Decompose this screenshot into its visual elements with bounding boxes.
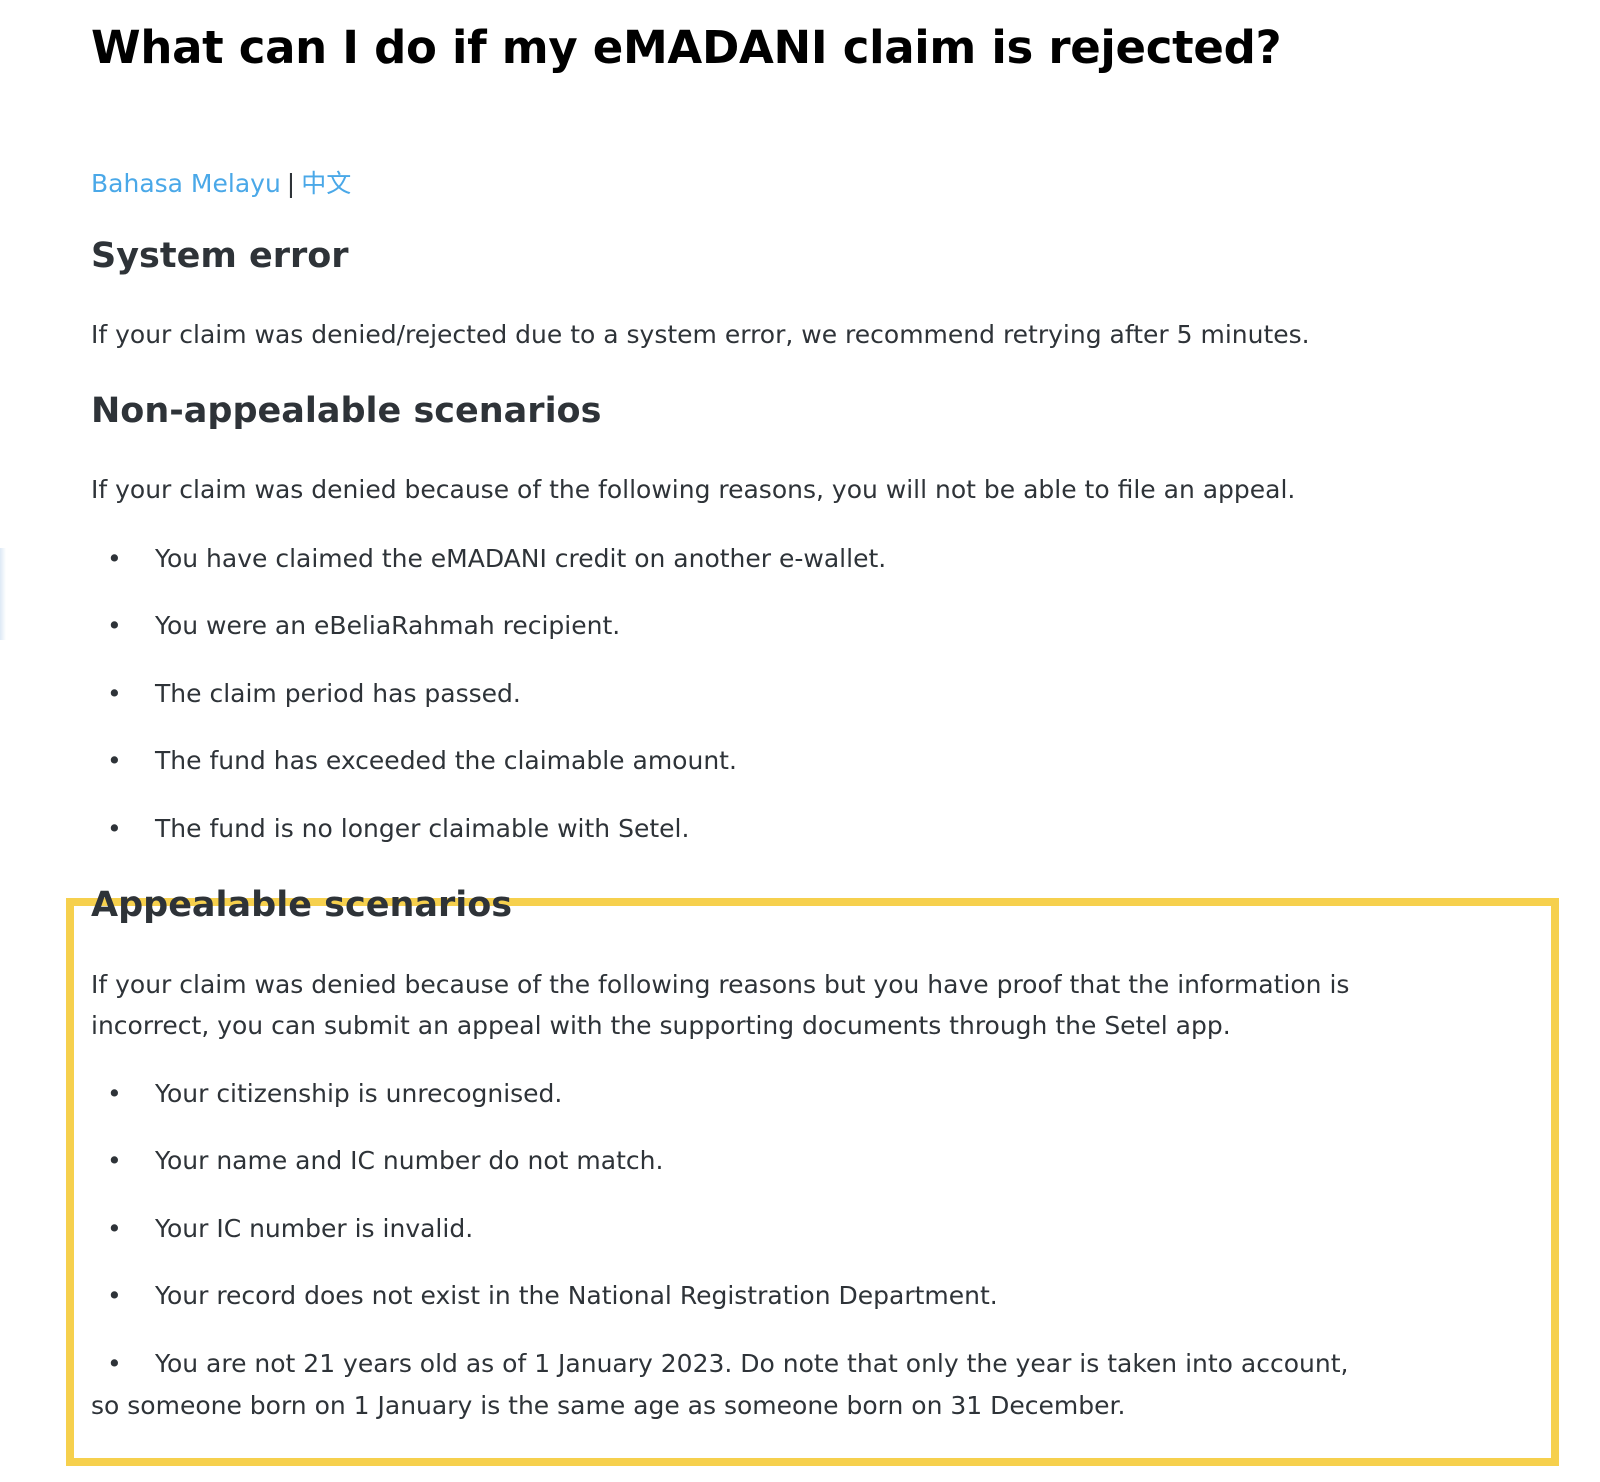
left-edge-artifact (0, 548, 6, 640)
non-appealable-intro: If your claim was denied because of the … (91, 475, 1296, 504)
bullet-icon: • (107, 611, 122, 640)
list-item-text: The fund is no longer claimable with Set… (155, 814, 690, 843)
list-item-text: You are not 21 years old as of 1 January… (155, 1349, 1349, 1378)
list-item-text: The fund has exceeded the claimable amou… (155, 746, 737, 775)
list-item-text: Your record does not exist in the Nation… (155, 1281, 998, 1310)
bullet-icon: • (107, 1079, 122, 1108)
appealable-intro-line-2: incorrect, you can submit an appeal with… (91, 1011, 1231, 1040)
list-item-text: Your citizenship is unrecognised. (155, 1079, 563, 1108)
bullet-icon: • (107, 746, 122, 775)
list-item-text: Your name and IC number do not match. (155, 1146, 664, 1175)
list-item-text-continuation: so someone born on 1 January is the same… (91, 1391, 1126, 1420)
highlight-box (66, 898, 1559, 1466)
bullet-icon: • (107, 814, 122, 843)
list-item-text: The claim period has passed. (155, 679, 521, 708)
page-title: What can I do if my eMADANI claim is rej… (91, 21, 1282, 74)
bullet-icon: • (107, 1146, 122, 1175)
bullet-icon: • (107, 544, 122, 573)
language-separator: | (286, 169, 296, 198)
bullet-icon: • (107, 1214, 122, 1243)
bullet-icon: • (107, 1349, 122, 1378)
bullet-icon: • (107, 1281, 122, 1310)
language-switcher: Bahasa Melayu|中文 (91, 166, 351, 202)
section-heading-system-error: System error (91, 236, 349, 276)
language-link-chinese[interactable]: 中文 (301, 169, 352, 198)
list-item-text: You have claimed the eMADANI credit on a… (155, 544, 887, 573)
list-item-text: Your IC number is invalid. (155, 1214, 474, 1243)
section-heading-non-appealable: Non-appealable scenarios (91, 391, 602, 431)
appealable-intro-line-1: If your claim was denied because of the … (91, 970, 1350, 999)
bullet-icon: • (107, 679, 122, 708)
language-link-malay[interactable]: Bahasa Melayu (91, 169, 281, 198)
list-item-text: You were an eBeliaRahmah recipient. (155, 611, 621, 640)
system-error-text: If your claim was denied/rejected due to… (91, 320, 1310, 349)
section-heading-appealable: Appealable scenarios (91, 885, 513, 925)
